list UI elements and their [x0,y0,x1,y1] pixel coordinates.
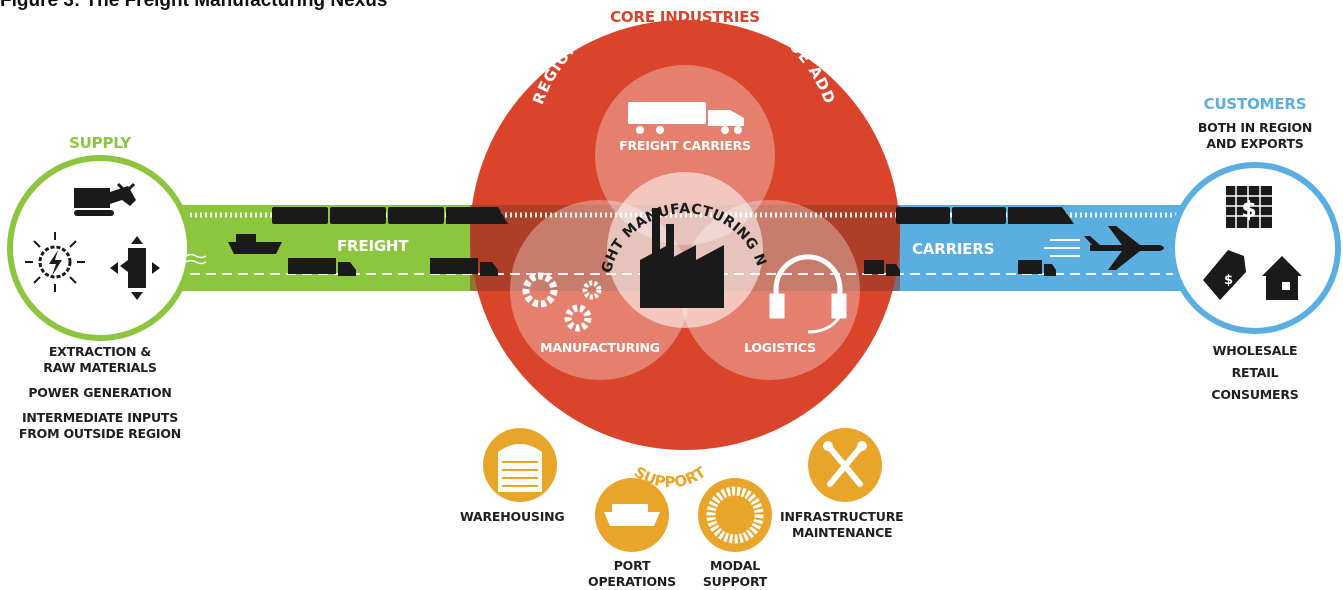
modal-support-label: MODAL [709,558,761,573]
svg-text:$: $ [1241,198,1256,223]
customers-subheader: AND EXPORTS [1206,136,1304,151]
factory-icon [640,208,724,308]
port-operations-label: PORT [613,558,651,573]
truck-icon [628,102,744,134]
carriers-band-label: CARRIERS [912,240,995,258]
motion-lines [1044,239,1080,257]
warehouse-icon [498,444,542,492]
supply-item: FROM OUTSIDE REGION [18,426,182,441]
headset-icon [769,254,847,334]
customer-item: RETAIL [1231,365,1279,380]
supply-item: RAW MATERIALS [43,360,157,375]
wave-lines [185,253,207,265]
infrastructure-maintenance-label: INFRASTRUCTURE [780,509,904,524]
supply-header: SUPPLY [69,134,131,152]
power-icon [25,232,85,292]
tire-icon [706,486,764,544]
freight-carriers-label: FREIGHT CARRIERS [619,138,751,153]
price-tag-icon: $ [1203,250,1246,300]
core-industries-header: CORE INDUSTRIES [610,8,760,26]
ship-icon [604,504,660,526]
supply-circle [7,155,193,341]
infrastructure-maintenance-label: MAINTENANCE [792,525,893,540]
truck-icon [288,258,1056,276]
port-operations-label: OPERATIONS [588,574,676,589]
svg-text:$: $ [1224,273,1233,288]
customers-subheader: BOTH IN REGION [1197,120,1313,135]
modal-support-label: SUPPORT [702,574,768,589]
customer-item: WHOLESALE [1212,343,1298,358]
supply-item: INTERMEDIATE INPUTS [21,410,179,425]
warehousing-label: WAREHOUSING [460,509,565,524]
airplane-icon [1084,226,1164,270]
inputs-icon [110,236,160,300]
manufacturing-label: MANUFACTURING [540,340,660,355]
freight-band-label: FREIGHT [337,237,409,255]
tools-icon [823,441,867,487]
supply-item: EXTRACTION & [48,344,152,359]
excavator-icon [74,182,136,216]
figure-title: Figure 3: The Freight Manufacturing Nexu… [0,0,388,11]
gears-icon [522,272,602,332]
customers-header: CUSTOMERS [1203,95,1307,113]
train-icon [272,207,1074,224]
building-dollar-icon: $ [1226,186,1272,228]
supply-item: POWER GENERATION [28,385,172,400]
ship-icon [228,234,282,254]
house-icon [1262,256,1302,300]
logistics-label: LOGISTICS [744,340,816,355]
customer-item: CONSUMERS [1211,387,1299,402]
